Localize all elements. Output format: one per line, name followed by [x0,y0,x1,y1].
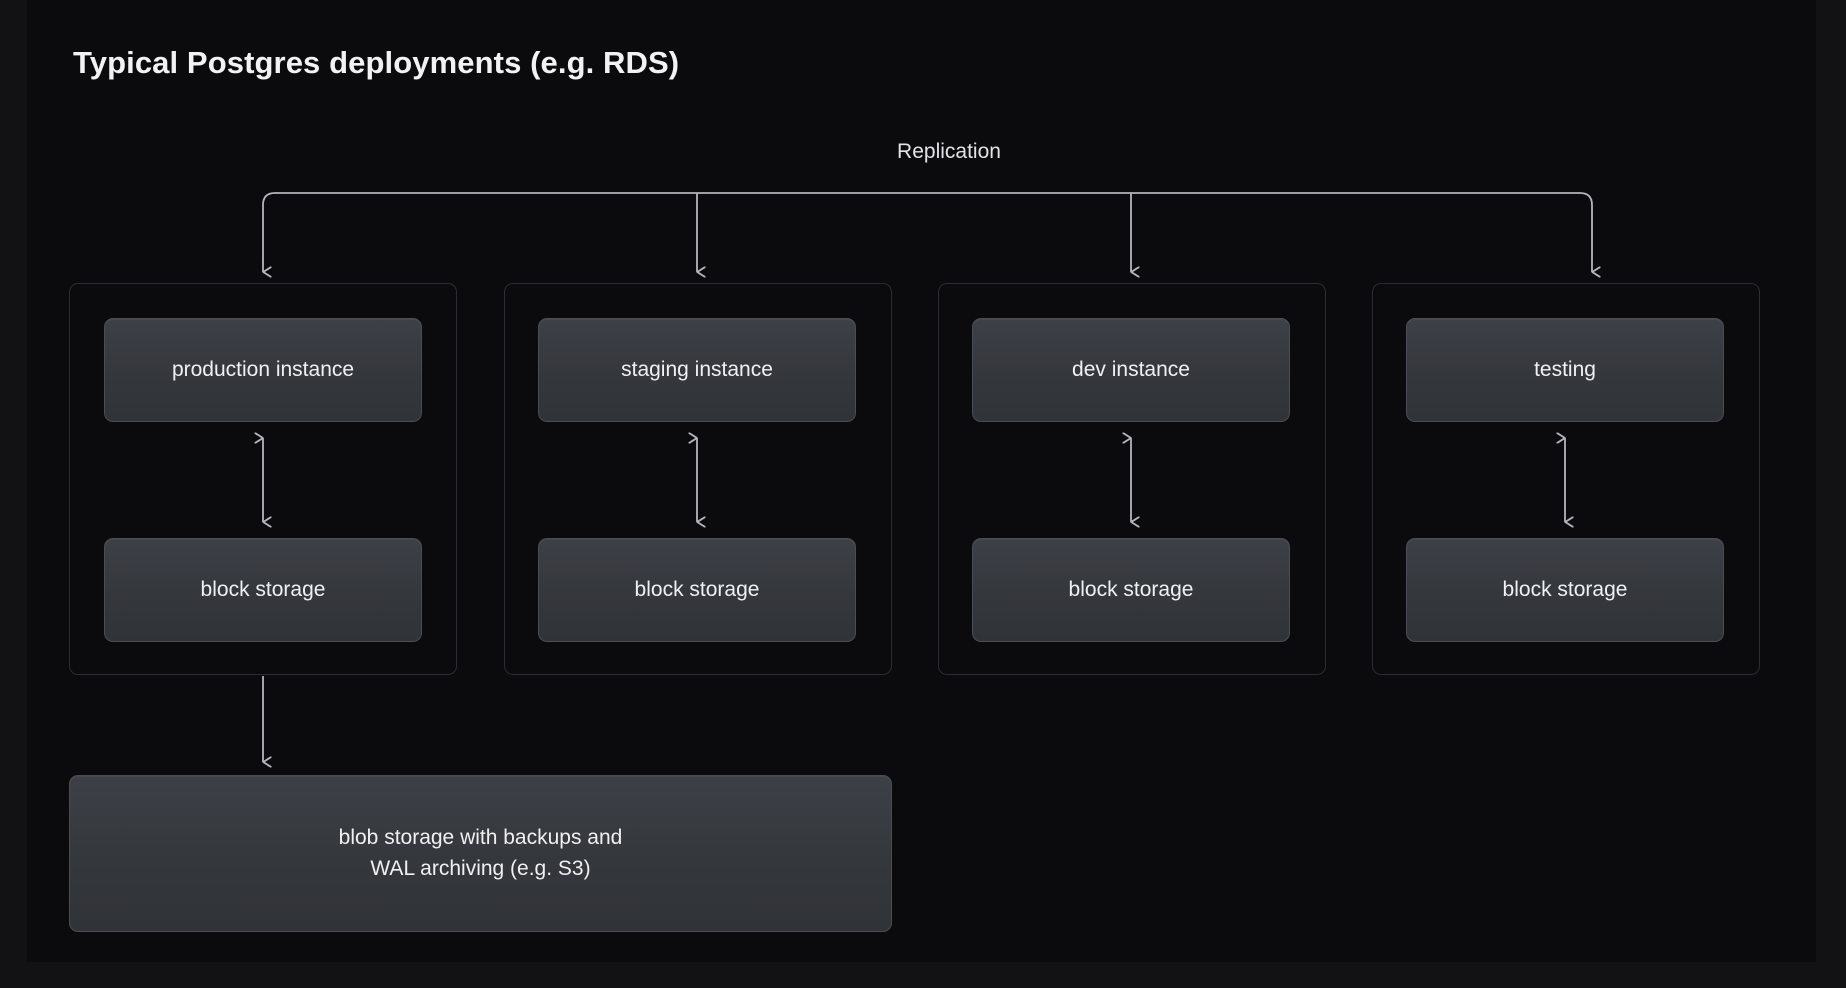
environment-group-staging [504,283,892,675]
node-testing-instance[interactable]: testing [1406,318,1724,422]
instance-storage-links [263,438,1565,522]
node-blob-storage[interactable]: blob storage with backups and WAL archiv… [69,775,892,932]
node-staging-instance[interactable]: staging instance [538,318,856,422]
page-title: Typical Postgres deployments (e.g. RDS) [73,45,680,80]
environment-group-testing [1372,283,1760,675]
diagram-panel: Typical Postgres deployments (e.g. RDS) … [27,0,1816,962]
node-dev-instance[interactable]: dev instance [972,318,1290,422]
environment-group-production [69,283,457,675]
replication-bus [262,192,1592,272]
node-testing-block-storage[interactable]: block storage [1406,538,1724,642]
environment-group-dev [938,283,1326,675]
node-production-instance[interactable]: production instance [104,318,422,422]
node-staging-block-storage[interactable]: block storage [538,538,856,642]
node-dev-block-storage[interactable]: block storage [972,538,1290,642]
replication-label: Replication [897,140,1001,163]
node-production-block-storage[interactable]: block storage [104,538,422,642]
